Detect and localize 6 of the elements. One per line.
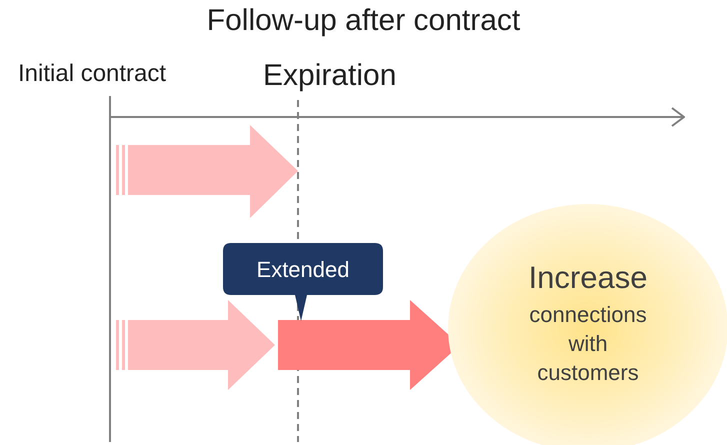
axis-label: Expiration: [263, 59, 396, 93]
heading: Increase: [528, 260, 648, 296]
title: Follow-up after contract: [206, 4, 522, 38]
callout-text: Extended: [256, 257, 350, 283]
axis-label: Initial contract: [18, 60, 166, 88]
body-text: connections with customers: [528, 301, 648, 387]
